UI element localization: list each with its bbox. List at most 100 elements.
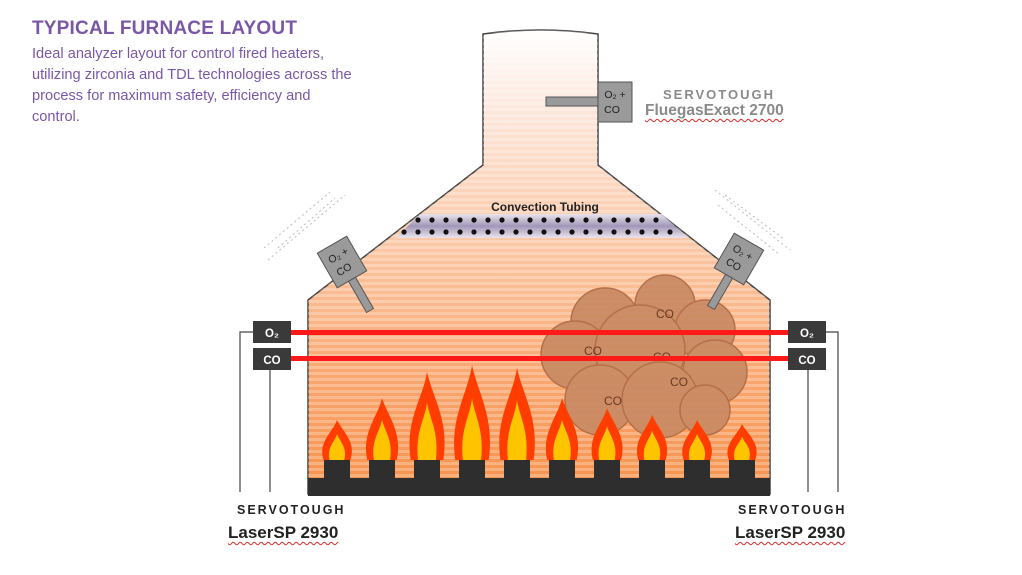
burner-row bbox=[324, 460, 755, 480]
tube-dot bbox=[485, 217, 491, 223]
tube-dot bbox=[415, 229, 421, 235]
tube-dot bbox=[555, 229, 561, 235]
left-o2-box bbox=[253, 321, 291, 343]
tube-dot bbox=[401, 229, 407, 235]
tube-dot bbox=[443, 229, 449, 235]
tube-dot bbox=[583, 229, 589, 235]
page-description: Ideal analyzer layout for control fired … bbox=[32, 46, 352, 125]
tube-dot bbox=[667, 229, 673, 235]
flame-core bbox=[598, 426, 616, 460]
burner bbox=[414, 460, 440, 480]
stack-probe-gas2: CO bbox=[604, 104, 620, 116]
tube-dot bbox=[457, 229, 463, 235]
flame-core bbox=[553, 419, 571, 460]
flame-core bbox=[328, 434, 346, 460]
heat-waves-right bbox=[714, 189, 791, 256]
flame-core bbox=[462, 398, 482, 460]
flame-core bbox=[643, 430, 661, 460]
right-o2-label: O₂ bbox=[800, 328, 814, 340]
tube-dot bbox=[457, 217, 463, 223]
burner bbox=[504, 460, 530, 480]
stack-analyzer-model: FluegasExact 2700 bbox=[645, 102, 784, 119]
cloud-label-co: CO bbox=[604, 394, 622, 408]
tube-dot bbox=[471, 217, 477, 223]
tube-dot bbox=[471, 229, 477, 235]
right-co-box bbox=[788, 348, 826, 370]
page-title: TYPICAL FURNACE LAYOUT bbox=[32, 18, 298, 39]
burner bbox=[324, 460, 350, 480]
tube-dot bbox=[415, 217, 421, 223]
right-laser-analyzer: O₂ CO bbox=[788, 321, 839, 492]
tube-dot bbox=[653, 229, 659, 235]
tube-dot bbox=[625, 229, 631, 235]
tube-dot bbox=[443, 217, 449, 223]
burner bbox=[369, 460, 395, 480]
tube-dot bbox=[569, 229, 575, 235]
tube-dot bbox=[639, 217, 645, 223]
left-probe-rod bbox=[347, 276, 375, 314]
stack-analyzer-brand: SERVOTOUGH bbox=[663, 87, 775, 102]
right-co-label: CO bbox=[798, 355, 815, 367]
right-probe: O₂ + CO bbox=[706, 232, 765, 311]
flame-core bbox=[734, 436, 750, 460]
right-o2-box bbox=[788, 321, 826, 343]
burner bbox=[594, 460, 620, 480]
tube-dot bbox=[429, 217, 435, 223]
right-probe-rod bbox=[706, 273, 734, 311]
left-o2-label: O₂ bbox=[265, 328, 279, 340]
tube-dot bbox=[527, 229, 533, 235]
stack-probe-head bbox=[597, 81, 633, 123]
right-laser-model: LaserSP 2930 bbox=[735, 523, 846, 542]
tube-dot bbox=[653, 217, 659, 223]
tube-dot bbox=[499, 229, 505, 235]
convection-tubes bbox=[401, 217, 673, 235]
tube-dot bbox=[429, 229, 435, 235]
laser-beam-co bbox=[290, 356, 790, 361]
tube-dot bbox=[625, 217, 631, 223]
stack-probe-rod bbox=[545, 96, 599, 107]
stack-probe-gas1: O₂ + bbox=[604, 89, 625, 101]
tube-dot bbox=[611, 229, 617, 235]
cloud-label-co: CO bbox=[670, 375, 688, 389]
laser-beam-o2 bbox=[290, 330, 790, 335]
right-laser-brand: SERVOTOUGH bbox=[738, 503, 847, 517]
cloud-label-co: CO bbox=[656, 307, 674, 321]
tube-dot bbox=[513, 229, 519, 235]
tube-dot bbox=[597, 229, 603, 235]
convection-label: Convection Tubing bbox=[491, 200, 599, 214]
furnace-floor bbox=[308, 478, 770, 496]
tube-dot bbox=[541, 217, 547, 223]
burner-flames bbox=[322, 365, 757, 460]
burner bbox=[684, 460, 710, 480]
left-laser-model: LaserSP 2930 bbox=[228, 523, 339, 542]
burner bbox=[639, 460, 665, 480]
left-co-box bbox=[253, 348, 291, 370]
cloud-label-co: CO bbox=[584, 344, 602, 358]
tube-dot bbox=[541, 229, 547, 235]
left-probe: O₂ + CO bbox=[316, 235, 375, 314]
heat-waves-left bbox=[263, 191, 346, 261]
flame-core bbox=[507, 400, 527, 460]
burner bbox=[729, 460, 755, 480]
convection-tubing-band bbox=[396, 214, 688, 238]
tube-dot bbox=[583, 217, 589, 223]
left-laser-brand: SERVOTOUGH bbox=[237, 503, 346, 517]
tube-dot bbox=[611, 217, 617, 223]
flame-core bbox=[688, 434, 706, 460]
tube-dot bbox=[597, 217, 603, 223]
left-laser-analyzer: O₂ CO bbox=[239, 321, 291, 492]
stack-probe: O₂ + CO bbox=[545, 81, 633, 123]
tube-dot bbox=[569, 217, 575, 223]
flame-core bbox=[417, 402, 437, 460]
burner bbox=[549, 460, 575, 480]
tube-dot bbox=[499, 217, 505, 223]
tube-dot bbox=[555, 217, 561, 223]
tube-dot bbox=[485, 229, 491, 235]
left-co-label: CO bbox=[263, 355, 280, 367]
right-cable-outer bbox=[826, 331, 839, 492]
tube-dot bbox=[513, 217, 519, 223]
left-cable-outer bbox=[239, 331, 253, 492]
flame-core bbox=[373, 419, 391, 460]
tube-dot bbox=[527, 217, 533, 223]
